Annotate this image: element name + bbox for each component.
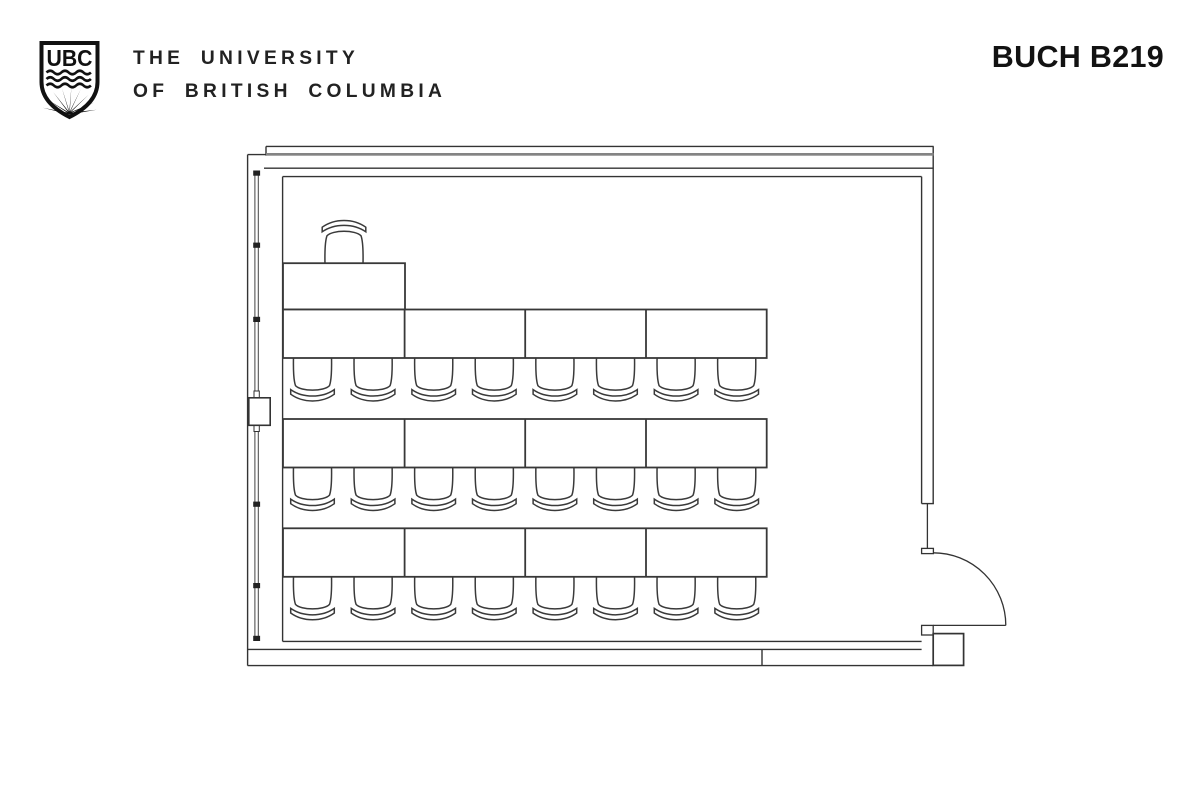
student-chair xyxy=(411,465,457,512)
student-chair xyxy=(350,356,396,402)
student-chair xyxy=(592,356,639,402)
student-chair xyxy=(532,465,578,512)
student-chair xyxy=(471,575,517,621)
instructor-table xyxy=(282,262,406,311)
left-wall-partition xyxy=(248,170,272,641)
instructor-chair xyxy=(321,219,367,266)
student-chair xyxy=(471,465,517,512)
student-chair xyxy=(289,575,336,621)
student-chair xyxy=(289,465,336,512)
header: UBC THE UNIVERSITY OF BRITISH COLUMBIA B… xyxy=(0,0,1200,130)
student-table-row xyxy=(282,418,768,469)
door-latch-block xyxy=(920,547,935,555)
door-swing-arc xyxy=(933,552,1007,626)
chairs xyxy=(289,219,760,621)
partition-mullion-node xyxy=(253,501,261,507)
partition-mullion-node xyxy=(253,242,261,248)
student-chair xyxy=(653,575,699,621)
student-chair xyxy=(350,465,396,512)
university-name-line1: THE UNIVERSITY xyxy=(133,48,360,69)
student-chair xyxy=(471,356,517,402)
student-chair xyxy=(714,465,760,512)
student-chair xyxy=(411,575,457,621)
door-threshold-box xyxy=(932,632,965,667)
ubc-crest-icon: UBC xyxy=(39,41,100,120)
partition-mullion-node xyxy=(253,635,261,641)
university-name-line2: OF BRITISH COLUMBIA xyxy=(133,80,447,102)
top-wall-accent-line xyxy=(266,153,934,156)
student-chair xyxy=(592,575,639,621)
student-chair xyxy=(592,465,639,512)
door xyxy=(920,503,1007,667)
student-chair xyxy=(289,356,336,402)
student-chair xyxy=(532,356,578,402)
ubc-logo: UBC xyxy=(38,40,101,120)
room-label: BUCH B219 xyxy=(991,40,1164,74)
ubc-monogram: UBC xyxy=(47,45,93,71)
student-chair xyxy=(653,465,699,512)
wall-panel-box xyxy=(248,396,272,427)
student-table-row xyxy=(282,527,768,578)
room-walls xyxy=(246,145,934,667)
door-hinge-block xyxy=(920,624,934,636)
tables xyxy=(282,262,768,578)
partition-mullion-node xyxy=(253,170,261,176)
student-chair xyxy=(714,356,760,402)
crest-sunburst-icon xyxy=(42,87,97,115)
student-chair xyxy=(350,575,396,621)
partition-mullion-node xyxy=(253,316,261,322)
student-chair xyxy=(714,575,760,621)
student-table-row xyxy=(282,308,768,359)
partition-mullion-node xyxy=(253,583,261,589)
student-chair xyxy=(653,356,699,402)
crest-waves-icon xyxy=(45,69,92,89)
student-chair xyxy=(532,575,578,621)
student-chair xyxy=(411,356,457,402)
partition-stub xyxy=(253,390,260,399)
university-name: THE UNIVERSITY OF BRITISH COLUMBIA xyxy=(133,43,446,108)
